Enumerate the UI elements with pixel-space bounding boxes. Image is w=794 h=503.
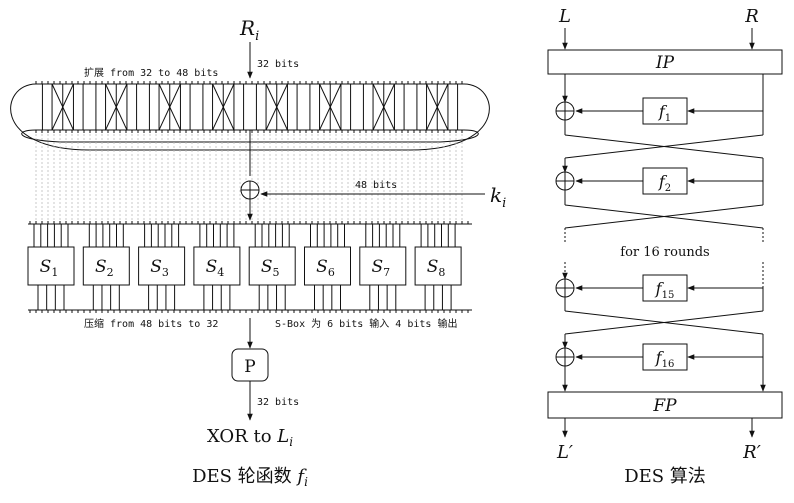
left-output-label: L′ [556, 442, 573, 463]
sbox-bank: S1 S2 S3 S4 S5 S6 S7 S8 [27, 221, 472, 313]
right-input-label: R [744, 6, 759, 27]
svg-text:S5: S5 [261, 257, 280, 279]
svg-text:S4: S4 [206, 257, 225, 279]
output-label: XOR to Li [207, 426, 293, 449]
sbox-7: S7 [359, 224, 407, 310]
round-function-diagram: Ri 32 bits 扩展 from 32 to 48 bits 48 bits… [10, 16, 506, 489]
fp-box: FP [547, 391, 783, 419]
svg-text:f2: f2 [658, 172, 671, 194]
des-algorithm-caption: DES 算法 [624, 466, 706, 487]
permutation-box: P [231, 348, 269, 382]
left-input-label: L [558, 6, 571, 27]
input-bits-label: 32 bits [257, 59, 299, 70]
round-function-caption: DES 轮函数 fi [192, 466, 308, 489]
key-bits-label: 48 bits [355, 180, 397, 191]
sbox-8: S8 [414, 224, 462, 310]
rounds-note: for 16 rounds [620, 245, 709, 260]
svg-text:S7: S7 [371, 257, 390, 279]
svg-text:FP: FP [652, 396, 677, 416]
svg-text:IP: IP [655, 53, 675, 73]
svg-text:f1: f1 [658, 102, 671, 124]
svg-text:f16: f16 [655, 348, 675, 370]
sbox-note: S-Box 为 6 bits 输入 4 bits 输出 [275, 317, 457, 330]
ki-label: ki [490, 183, 506, 211]
feistel-rounds: f1 f2 f15 f16 [555, 74, 766, 392]
expansion-label: 扩展 from 32 to 48 bits [84, 66, 218, 79]
round-15: f15 [555, 274, 763, 302]
sbox-5: S5 [248, 224, 296, 310]
des-algorithm-diagram: L R IP f1 f2 f15 f16 for 16 rounds FP L′ R′… [547, 6, 783, 487]
svg-text:S6: S6 [316, 257, 335, 279]
svg-text:S8: S8 [427, 257, 446, 279]
sbox-2: S2 [82, 224, 130, 310]
svg-text:S3: S3 [150, 257, 169, 279]
output-bits-label: 32 bits [257, 397, 299, 408]
expansion-network [35, 81, 464, 133]
ip-box: IP [547, 49, 783, 75]
svg-text:S2: S2 [95, 257, 114, 279]
svg-text:P: P [244, 357, 255, 377]
ri-label: Ri [239, 16, 259, 44]
sbox-1: S1 [27, 224, 75, 310]
sbox-4: S4 [193, 224, 241, 310]
round-16: f16 [555, 343, 763, 371]
svg-text:f15: f15 [655, 279, 675, 301]
right-output-label: R′ [742, 442, 761, 463]
round-1: f1 [555, 97, 763, 125]
bit-guides [35, 134, 463, 222]
compress-label: 压缩 from 48 bits to 32 [84, 317, 218, 330]
svg-text:S1: S1 [40, 257, 59, 279]
sbox-3: S3 [138, 224, 186, 310]
sbox-6: S6 [304, 224, 351, 310]
key-xor [240, 180, 260, 200]
round-2: f2 [555, 167, 763, 195]
